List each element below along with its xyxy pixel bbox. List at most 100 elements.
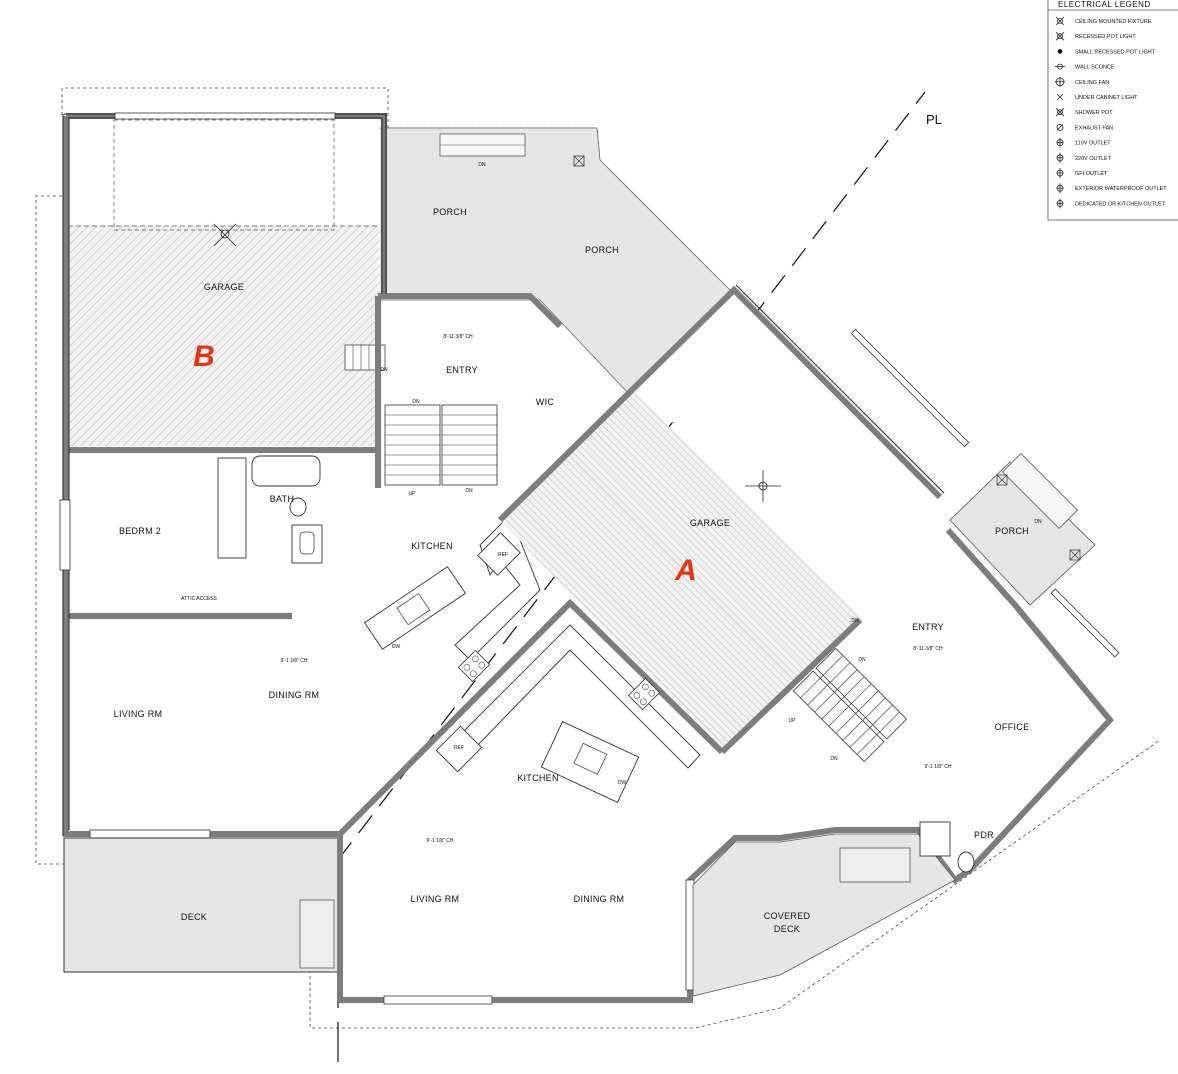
legend-label-6: SHOWER POT — [1075, 110, 1113, 116]
ref-b — [477, 532, 521, 576]
dn-porch-b: DN — [478, 162, 486, 168]
legend-label-0: CEILING MOUNTED FIXTURE — [1075, 19, 1152, 25]
closet-b — [217, 457, 247, 559]
bathtub-b — [251, 455, 321, 487]
window-garage-a — [850, 328, 970, 448]
toilet-b — [289, 497, 307, 517]
island-b — [363, 566, 467, 650]
legend-label-11: EXTERIOR WATERPROOF OUTLET — [1075, 186, 1167, 192]
ceiling-entry-b: 8'-11 3/8" CH — [443, 334, 473, 340]
dn-stair-a1: DN — [851, 618, 859, 624]
window-top-b — [114, 112, 336, 120]
porch-a-light-icon — [996, 474, 1081, 561]
small-recessed-light-icon — [1057, 49, 1063, 54]
legend-label-3: WALL SCONCE — [1075, 65, 1115, 71]
room-living-b: LIVING RM — [114, 709, 163, 719]
gfi-outlet-icon — [1056, 168, 1064, 178]
room-covered-deck-a-2: DECK — [774, 924, 800, 934]
dedicated-outlet-icon — [1056, 198, 1064, 209]
island-a — [540, 720, 640, 804]
room-dining-a: DINING RM — [574, 894, 625, 904]
garage-a-floor — [500, 390, 864, 752]
dw-label-a: DW — [618, 780, 627, 786]
attic-access-b: ATTIC ACCESS — [181, 596, 217, 602]
outlet-220v-icon — [1056, 152, 1064, 163]
recessed-pot-light-icon — [1055, 31, 1065, 41]
under-cabinet-light-icon — [1056, 93, 1064, 101]
ref-label-a: REF — [454, 745, 464, 751]
vanity-a — [919, 821, 951, 857]
window-living-a — [383, 995, 493, 1005]
ceiling-fixture-icon — [1055, 16, 1065, 26]
room-living-a: LIVING RM — [411, 894, 460, 904]
unit-a-label: A — [674, 554, 697, 587]
ceiling-dining-b: 9'-1 1/8" CH — [281, 658, 308, 664]
wall-sconce-icon — [1055, 63, 1065, 70]
room-kitchen-b: KITCHEN — [411, 541, 453, 551]
porch-light-icon — [573, 155, 585, 167]
room-pdr-a: PDR — [974, 830, 994, 840]
porch-a-area — [949, 461, 1096, 606]
room-deck-b: DECK — [181, 912, 207, 922]
dn-porch-a: DN — [1034, 519, 1042, 525]
garage-a-door-area — [632, 290, 940, 575]
room-bath-b: BATH — [270, 494, 295, 504]
room-garage-a: GARAGE — [690, 518, 730, 528]
dw-label-b: DW — [392, 644, 401, 650]
garage-a-fixture-icon — [745, 470, 781, 502]
legend-label-1: RECESSED POT LIGHT — [1075, 34, 1136, 40]
legend-label-4: CEILING FAN — [1075, 80, 1109, 86]
room-bedroom-b: BEDRM 2 — [119, 526, 161, 536]
legend-label-5: UNDER CABINET LIGHT — [1075, 95, 1138, 101]
garage-b-upper — [68, 122, 380, 226]
garage-b-door-outline — [113, 119, 335, 231]
room-office-a: OFFICE — [995, 722, 1030, 732]
legend-label-8: 110V OUTLET — [1075, 141, 1111, 147]
legend-label-9: 220V OUTLET — [1075, 156, 1112, 162]
room-porch-b1: PORCH — [433, 207, 467, 217]
room-wic-b: WIC — [536, 397, 555, 407]
dn-garage-b: DN — [380, 367, 388, 373]
ceiling-living-a: 9'-1 1/8" CH — [427, 838, 454, 844]
exhaust-fan-icon — [1056, 124, 1064, 131]
ceiling-entry-a: 8'-11 3/8" CH — [913, 646, 943, 652]
deck-b-area — [63, 837, 339, 973]
garage-b-fixture-icon — [213, 223, 237, 247]
window-living-b — [89, 829, 211, 839]
legend-label-12: DEDICATED OR KITCHEN OUTLET — [1075, 201, 1166, 207]
room-entry-b: ENTRY — [446, 365, 478, 375]
dn-stair-a2: DN — [858, 657, 866, 663]
toilet-a — [957, 851, 975, 873]
ref-a — [435, 725, 483, 773]
stairs-a — [792, 647, 908, 763]
up-stair-b: UP — [409, 491, 417, 497]
electrical-legend: ELECTRICAL LEGEND CEILING MOUNTED FIXTUR… — [1047, 0, 1178, 221]
dn-stair-b2: DN — [465, 488, 473, 494]
room-entry-a: ENTRY — [912, 622, 944, 632]
legend-label-10: GFI OUTLET — [1075, 171, 1108, 177]
exterior-outlet-icon — [1056, 183, 1064, 194]
outlet-110v-icon — [1056, 137, 1064, 148]
legend-title: ELECTRICAL LEGEND — [1058, 0, 1151, 9]
room-dining-b: DINING RM — [269, 690, 320, 700]
window-office-a — [1050, 588, 1120, 658]
room-garage-b: GARAGE — [204, 282, 244, 292]
range-a — [627, 677, 661, 711]
room-porch-a: PORCH — [995, 526, 1029, 536]
shower-pot-icon — [1055, 107, 1065, 117]
room-kitchen-a: KITCHEN — [517, 773, 559, 783]
room-porch-b2: PORCH — [585, 245, 619, 255]
window-bed-b — [59, 499, 71, 571]
unit-b-label: B — [193, 340, 215, 373]
room-covered-deck-a-1: COVERED — [764, 911, 811, 921]
garage-b-floor — [68, 226, 380, 446]
legend-label-2: SMALL RECESSED POT LIGHT — [1075, 49, 1156, 55]
ceiling-fan-icon — [1055, 76, 1065, 87]
legend-label-7: EXHAUST FAN — [1075, 125, 1113, 131]
ceiling-office-a: 9'-1 1/8" CH — [925, 764, 952, 770]
range-b — [457, 649, 491, 683]
dn-stair-a3: DN — [830, 756, 838, 762]
property-line-label: PL — [926, 112, 942, 127]
dn-stair-b1: DN — [412, 399, 420, 405]
